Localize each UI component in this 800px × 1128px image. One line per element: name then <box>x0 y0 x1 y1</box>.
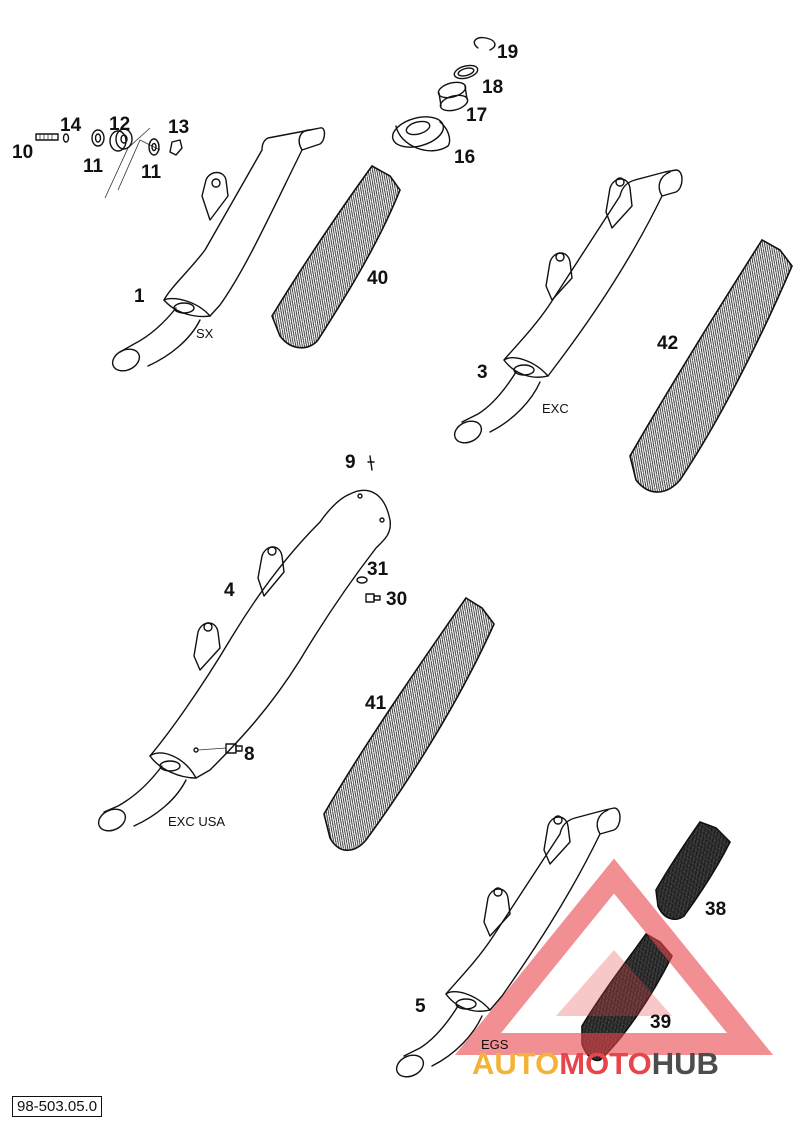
washer-31 <box>356 576 368 584</box>
nut-13 <box>169 139 183 156</box>
packing-mat-42 <box>629 238 793 493</box>
variant-label-egs: EGS <box>481 1037 509 1052</box>
part-label-41: 41 <box>365 693 387 714</box>
muffler-4-exc-usa <box>97 455 391 832</box>
muffler-1-sx <box>111 127 326 372</box>
watermark-brand-text: AUTOMOTOHUB <box>472 1046 719 1082</box>
part-label-5: 5 <box>415 996 426 1017</box>
document-reference: 98-503.05.0 <box>12 1096 103 1117</box>
part-label-12: 12 <box>109 114 130 135</box>
muffler-5-egs <box>395 807 621 1078</box>
washer-11-right <box>148 138 160 156</box>
clip-19 <box>473 36 496 51</box>
part-label-17: 17 <box>466 105 487 126</box>
part-label-19: 19 <box>497 42 518 63</box>
part-label-1: 1 <box>134 286 145 307</box>
sleeve-17 <box>437 81 469 112</box>
part-label-30: 30 <box>386 589 407 610</box>
part-label-11-right: 11 <box>141 162 162 183</box>
part-label-40: 40 <box>367 268 388 289</box>
part-label-42: 42 <box>657 333 678 354</box>
rivet-9 <box>367 455 375 471</box>
muffler-3-exc <box>453 169 683 444</box>
bolt-10 <box>35 133 59 141</box>
ring-18 <box>453 64 479 80</box>
brand-hub: HUB <box>651 1046 719 1081</box>
part-label-11-left: 11 <box>83 156 104 177</box>
part-label-4: 4 <box>224 580 235 601</box>
packing-mat-40 <box>271 164 401 349</box>
part-label-39: 39 <box>650 1012 671 1033</box>
watermark-logo-triangle <box>454 858 774 1055</box>
part-label-18: 18 <box>482 77 503 98</box>
bolt-30 <box>365 593 381 603</box>
screw-8 <box>197 743 243 754</box>
packing-mat-38 <box>655 821 731 920</box>
part-label-10: 10 <box>12 142 33 163</box>
packing-mat-41 <box>323 596 495 852</box>
brand-auto: AUTO <box>472 1046 560 1081</box>
small-hardware-group <box>35 127 183 199</box>
part-label-16: 16 <box>454 147 475 168</box>
end-cap-group <box>391 36 496 152</box>
ring-14 <box>62 133 70 143</box>
part-label-3: 3 <box>477 362 488 383</box>
washer-11-left <box>91 129 105 147</box>
part-label-8: 8 <box>244 744 255 765</box>
variant-label-sx: SX <box>196 326 214 341</box>
variant-label-exc: EXC <box>542 401 569 416</box>
part-label-13: 13 <box>168 117 189 138</box>
part-label-31: 31 <box>367 559 389 580</box>
variant-label-exc-usa: EXC USA <box>168 814 225 829</box>
packing-mat-39 <box>581 932 673 1062</box>
grommet-12 <box>109 128 133 152</box>
part-label-14: 14 <box>60 115 82 136</box>
part-label-38: 38 <box>705 899 726 920</box>
brand-moto: MOTO <box>559 1046 652 1081</box>
part-label-9: 9 <box>345 452 356 473</box>
end-cone-16 <box>391 116 451 152</box>
